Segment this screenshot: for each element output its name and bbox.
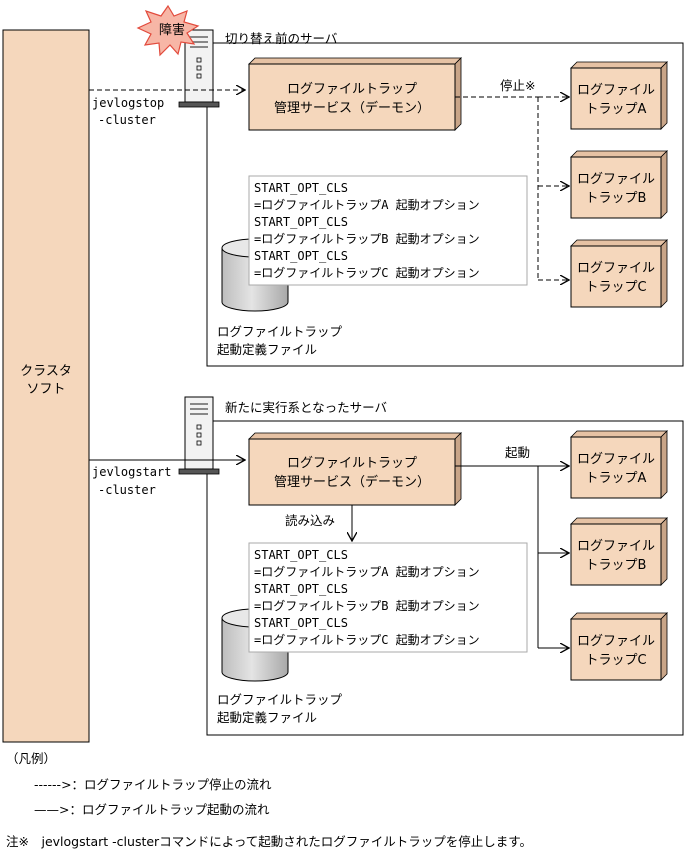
trap-c-top-line1: ログファイル xyxy=(577,261,655,276)
arrows-stop-traps xyxy=(455,97,569,280)
trap-a-top-line1: ログファイル xyxy=(577,83,655,98)
server-frame-bottom xyxy=(206,420,684,736)
trap-a-bottom-line1: ログファイル xyxy=(577,452,655,467)
opt-top-6: =ログファイルトラップC 起動オプション xyxy=(254,266,480,280)
db-top-line2: 起動定義ファイル xyxy=(217,342,317,357)
cmd-start-line2: -cluster xyxy=(98,483,156,497)
opt-bottom-3: START_OPT_CLS xyxy=(254,582,348,596)
trap-a-top: ログファイル トラップA xyxy=(570,61,668,130)
opt-bottom-5: START_OPT_CLS xyxy=(254,616,348,630)
trap-c-top-line2: トラップC xyxy=(585,280,646,295)
cluster-software-label-2: ソフト xyxy=(26,382,65,397)
trap-b-top-line2: トラップB xyxy=(586,191,647,206)
trap-b-top-line1: ログファイル xyxy=(577,172,655,187)
trap-b-top: ログファイル トラップB xyxy=(570,150,668,219)
db-bottom-line2: 起動定義ファイル xyxy=(217,710,317,725)
cmd-stop-line1: jevlogstop xyxy=(92,96,164,110)
trap-c-top: ログファイル トラップC xyxy=(570,239,668,308)
cmd-start-line1: jevlogstart xyxy=(92,465,171,479)
read-label: 読み込み xyxy=(285,513,335,528)
trap-a-top-line2: トラップA xyxy=(586,102,647,117)
legend-title: （凡例） xyxy=(6,751,56,766)
trap-b-bottom-line2: トラップB xyxy=(586,558,647,573)
opt-bottom-2: =ログファイルトラップA 起動オプション xyxy=(254,565,480,579)
service-box-top: ログファイルトラップ 管理サービス（デーモン） xyxy=(248,57,462,131)
cmd-stop-line2: -cluster xyxy=(98,113,156,127)
service-box-bottom: ログファイルトラップ 管理サービス（デーモン） xyxy=(248,432,462,506)
trap-c-bottom: ログファイル トラップC xyxy=(570,612,668,681)
trap-a-bottom: ログファイル トラップA xyxy=(570,430,668,499)
service-bottom-line1: ログファイルトラップ xyxy=(287,456,417,471)
server-frame-top xyxy=(206,42,684,367)
trap-a-bottom-line2: トラップA xyxy=(586,471,647,486)
opt-top-5: START_OPT_CLS xyxy=(254,249,348,263)
failure-badge-label: 障害 xyxy=(159,22,185,38)
cluster-software-label-1: クラスタ xyxy=(20,364,72,379)
server-icon-bottom xyxy=(178,396,220,475)
opt-bottom-4: =ログファイルトラップB 起動オプション xyxy=(254,599,480,613)
service-top-line2: 管理サービス（デーモン） xyxy=(274,100,430,116)
opt-top-1: START_OPT_CLS xyxy=(254,181,348,195)
arrows-start-traps xyxy=(455,466,569,648)
opt-top-2: =ログファイルトラップA 起動オプション xyxy=(254,198,480,212)
failure-badge: 障害 xyxy=(136,4,200,57)
service-bottom-line2: 管理サービス（デーモン） xyxy=(274,474,430,490)
footnote: 注※ jevlogstart -clusterコマンドによって起動されたログファ… xyxy=(6,834,532,849)
opt-top-4: =ログファイルトラップB 起動オプション xyxy=(254,232,480,246)
db-top-line1: ログファイルトラップ xyxy=(217,324,343,339)
options-box-top: START_OPT_CLS =ログファイルトラップA 起動オプション START… xyxy=(248,175,528,286)
start-label: 起動 xyxy=(505,445,530,460)
opt-bottom-6: =ログファイルトラップC 起動オプション xyxy=(254,633,480,647)
trap-b-bottom: ログファイル トラップB xyxy=(570,517,668,586)
trap-b-bottom-line1: ログファイル xyxy=(577,539,655,554)
opt-top-3: START_OPT_CLS xyxy=(254,215,348,229)
opt-bottom-1: START_OPT_CLS xyxy=(254,548,348,562)
stop-label: 停止※ xyxy=(500,78,535,93)
options-box-bottom: START_OPT_CLS =ログファイルトラップA 起動オプション START… xyxy=(248,542,528,653)
legend-solid: ——>：ログファイルトラップ起動の流れ xyxy=(34,802,270,817)
db-bottom-line1: ログファイルトラップ xyxy=(217,692,343,707)
service-top-line1: ログファイルトラップ xyxy=(287,82,417,97)
server-bottom-caption: 新たに実行系となったサーバ xyxy=(225,400,387,415)
cluster-software-box: クラスタ ソフト xyxy=(2,29,90,743)
trap-c-bottom-line2: トラップC xyxy=(585,653,646,668)
trap-c-bottom-line1: ログファイル xyxy=(577,634,655,649)
legend-dashed: ------>：ログファイルトラップ停止の流れ xyxy=(34,777,272,792)
server-top-caption: 切り替え前のサーバ xyxy=(225,31,337,46)
